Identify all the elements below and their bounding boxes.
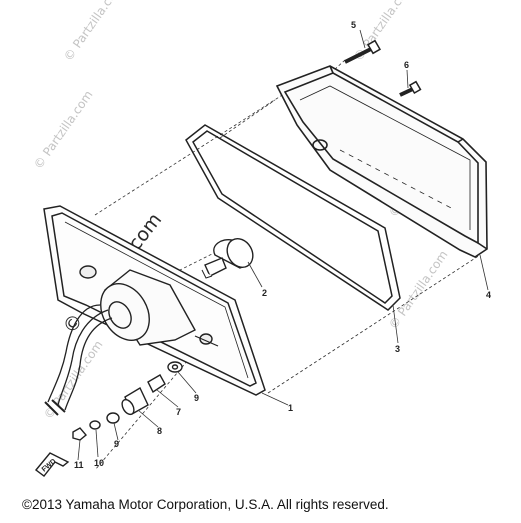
bulb xyxy=(201,237,254,279)
leader-1 xyxy=(261,392,289,406)
leader-lines xyxy=(77,29,489,461)
screw-6 xyxy=(399,80,422,97)
callout-5: 5 xyxy=(351,20,356,30)
callout-11: 11 xyxy=(74,460,84,470)
leader-11 xyxy=(77,439,81,461)
spacer-7 xyxy=(147,374,166,394)
callout-2: 2 xyxy=(262,288,267,298)
callout-6: 6 xyxy=(404,60,409,70)
leader-9b xyxy=(113,422,119,441)
callout-3: 3 xyxy=(395,344,400,354)
leader-6 xyxy=(406,69,409,89)
forward-arrow: FWD xyxy=(34,452,70,477)
nut-11 xyxy=(72,427,87,441)
watermark-top-left: © Partzilla.com xyxy=(61,0,126,64)
callout-9b: 9 xyxy=(114,439,119,449)
callout-9a: 9 xyxy=(194,393,199,403)
callout-8: 8 xyxy=(157,426,162,436)
alignment-line-right xyxy=(267,254,481,394)
alignment-line-mid xyxy=(219,99,276,139)
leader-2 xyxy=(247,261,263,288)
leader-3 xyxy=(392,304,399,344)
socket-body xyxy=(79,265,219,347)
washer-9-bottom xyxy=(106,412,120,424)
callout-1: 1 xyxy=(288,403,293,413)
lens-housing xyxy=(275,65,488,258)
washer-10 xyxy=(89,420,101,430)
alignment-line-top xyxy=(94,91,288,216)
watermark-bottom-left: © Partzilla.com xyxy=(41,338,106,422)
callout-4: 4 xyxy=(486,290,491,300)
screw-5 xyxy=(344,39,381,64)
callout-labels: 5 6 2 4 3 9 1 7 8 9 10 11 xyxy=(74,20,491,470)
lens-gasket xyxy=(185,124,401,311)
leader-5 xyxy=(359,29,366,49)
watermark-left: © Partzilla.com xyxy=(31,88,96,172)
leader-8 xyxy=(137,409,159,428)
leader-7 xyxy=(156,389,179,408)
leader-9a xyxy=(177,371,197,394)
leader-4 xyxy=(479,254,489,291)
hardware-stack xyxy=(72,361,183,441)
watermark-bottom-right: © Partzilla.com xyxy=(386,248,451,332)
callout-10: 10 xyxy=(94,458,104,468)
callout-7: 7 xyxy=(176,407,181,417)
leader-10 xyxy=(95,429,99,458)
wire-harness xyxy=(44,304,113,416)
copyright-notice: ©2013 Yamaha Motor Corporation, U.S.A. A… xyxy=(22,497,389,512)
